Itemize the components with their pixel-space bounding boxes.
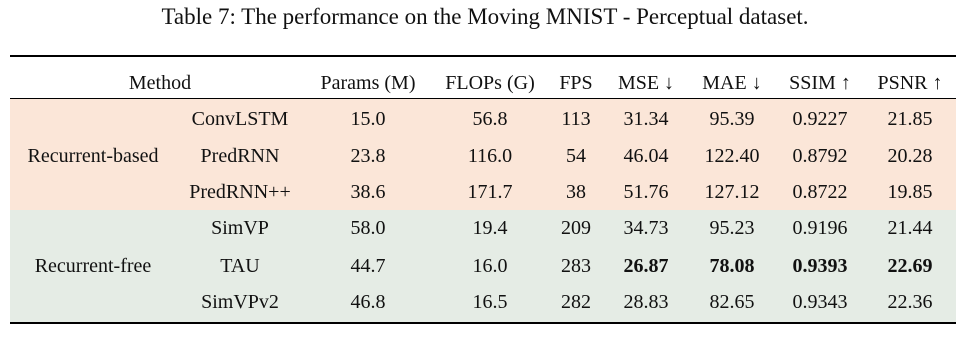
row-method-predrnn: PredRNN xyxy=(200,145,280,167)
table-cell: 44.7 xyxy=(350,255,386,277)
table-cell: 58.0 xyxy=(350,217,386,239)
table-cell: 0.9196 xyxy=(792,217,848,239)
table-cell: 16.0 xyxy=(472,255,508,277)
table-cell: 95.39 xyxy=(709,108,755,130)
table-cell: 38.6 xyxy=(350,181,386,203)
header-ssim: SSIM ↑ xyxy=(789,72,851,94)
table-cell: 21.85 xyxy=(887,108,933,130)
recurrent-free-band xyxy=(10,210,956,322)
table-cell: 19.85 xyxy=(887,181,933,203)
header-rule xyxy=(10,98,956,99)
bottom-rule xyxy=(10,322,956,324)
table-cell: 0.8722 xyxy=(792,181,848,203)
table-caption: Table 7: The performance on the Moving M… xyxy=(161,4,809,29)
table-cell: 282 xyxy=(561,291,591,313)
table-cell: 34.73 xyxy=(623,217,669,239)
row-method-tau: TAU xyxy=(220,255,260,277)
row-method-predrnn-plus-plus: PredRNN++ xyxy=(189,181,291,203)
table-cell: 16.5 xyxy=(472,291,508,313)
header-method: Method xyxy=(128,72,192,94)
table-cell: 46.8 xyxy=(350,291,386,313)
table-cell: 20.28 xyxy=(887,145,933,167)
header-fps: FPS xyxy=(559,72,593,94)
table-cell: 0.9343 xyxy=(792,291,848,313)
table-cell: 22.36 xyxy=(887,291,933,313)
table-cell: 51.76 xyxy=(623,181,669,203)
table-cell: 54 xyxy=(566,145,586,167)
table-cell: 95.23 xyxy=(709,217,755,239)
row-method-convlstm: ConvLSTM xyxy=(191,108,289,130)
table-cell-best: 0.9393 xyxy=(792,255,848,277)
header-flops: FLOPs (G) xyxy=(445,72,535,94)
header-mse: MSE ↓ xyxy=(617,72,675,94)
table-cell: 171.7 xyxy=(467,181,513,203)
group-label-recurrent-free: Recurrent-free xyxy=(34,255,152,277)
table-cell: 46.04 xyxy=(623,145,669,167)
table-cell: 56.8 xyxy=(472,108,508,130)
row-method-simvpv2: SimVPv2 xyxy=(201,291,279,313)
header-params: Params (M) xyxy=(320,72,416,94)
recurrent-based-band xyxy=(10,99,956,210)
table-cell: 113 xyxy=(561,108,591,130)
table-cell: 122.40 xyxy=(704,145,760,167)
header-mae: MAE ↓ xyxy=(702,72,762,94)
table-cell: 209 xyxy=(561,217,591,239)
group-label-recurrent-based: Recurrent-based xyxy=(27,145,159,167)
table-cell: 38 xyxy=(566,181,586,203)
table-cell-best: 78.08 xyxy=(709,255,755,277)
table-cell: 28.83 xyxy=(623,291,669,313)
table-cell: 21.44 xyxy=(887,217,933,239)
header-psnr: PSNR ↑ xyxy=(877,72,943,94)
table-cell: 0.8792 xyxy=(792,145,848,167)
table-cell-best: 26.87 xyxy=(623,255,669,277)
table-cell: 127.12 xyxy=(704,181,760,203)
table-cell: 116.0 xyxy=(467,145,513,167)
row-method-simvp: SimVP xyxy=(211,217,269,239)
table-cell: 0.9227 xyxy=(792,108,848,130)
table-cell: 82.65 xyxy=(709,291,755,313)
table-cell: 23.8 xyxy=(350,145,386,167)
table-cell: 31.34 xyxy=(623,108,669,130)
top-rule xyxy=(10,55,956,57)
table-cell: 15.0 xyxy=(350,108,386,130)
table-cell-best: 22.69 xyxy=(887,255,933,277)
table-cell: 19.4 xyxy=(472,217,508,239)
table-cell: 283 xyxy=(561,255,591,277)
